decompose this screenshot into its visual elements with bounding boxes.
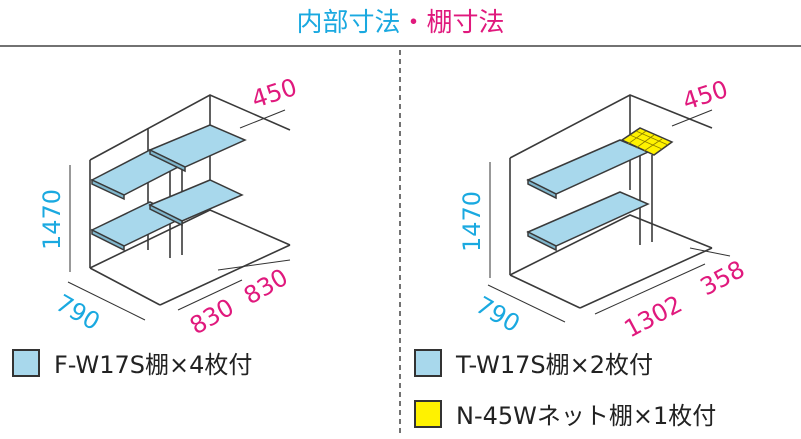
left-shelf-lower-left-edge (91, 228, 125, 252)
left-width-line-a (177, 279, 243, 311)
legend-right-shelf-label: T-W17S棚×2枚付 (456, 351, 654, 379)
right-depth-label: 790 (471, 291, 525, 338)
right-shelf-depth-label: 450 (679, 75, 731, 116)
right-dimension-lines (487, 109, 731, 323)
right-width-line-a (594, 263, 706, 315)
left-width-a-label: 830 (185, 293, 239, 340)
left-shelf-lower-right-edge (149, 203, 183, 227)
right-width-line-b (689, 247, 731, 257)
left-dimension-lines (67, 109, 291, 321)
left-shelf-depth-label: 450 (248, 73, 300, 114)
legend-right-net: N-45Wネット棚×1枚付 (414, 396, 716, 431)
legend-left-shelf: F-W17S棚×4枚付 (12, 345, 252, 380)
net-yellow-swatch (414, 399, 442, 428)
right-width-b-label: 358 (696, 255, 750, 301)
left-back-bottom-edge (89, 209, 291, 269)
right-storage-diagram (509, 94, 713, 309)
right-back-bottom-edge (509, 214, 713, 276)
legend-left-shelf-label: F-W17S棚×4枚付 (54, 351, 253, 379)
left-width-line-b (217, 259, 291, 271)
right-floor-right-edge (579, 247, 713, 309)
left-shelf-upper-right-edge (149, 148, 186, 173)
right-net-shelf-grid (627, 130, 669, 152)
shelf-blue-swatch (414, 348, 442, 377)
title-separator: ・ (400, 8, 427, 38)
left-shelf-depth-line (239, 109, 286, 129)
right-shelf-lower (526, 191, 650, 247)
left-height-label: 1470 (38, 189, 66, 250)
right-depth-line (487, 284, 566, 323)
diagram-title: 内部寸法・棚寸法 (0, 3, 801, 43)
legend-right-shelf: T-W17S棚×2枚付 (414, 345, 653, 380)
left-shelves (90, 124, 247, 252)
left-shelf-upper-left-edge (91, 178, 125, 201)
legend-right-net-label: N-45Wネット棚×1枚付 (456, 402, 717, 430)
left-floor-right-edge (159, 244, 291, 306)
title-internal-dimensions: 内部寸法 (296, 8, 401, 38)
shelf-blue-swatch (12, 348, 40, 377)
title-shelf-dimensions: 棚寸法 (426, 8, 505, 38)
left-depth-line (67, 281, 146, 321)
right-shelf-upper-edge (527, 178, 557, 200)
right-shelves (526, 127, 674, 252)
right-height-label: 1470 (458, 191, 486, 252)
right-shelf-lower-edge (527, 230, 557, 252)
left-floor-front-edge (89, 267, 161, 306)
left-width-b-label: 830 (239, 263, 293, 310)
right-floor-front-edge (509, 274, 581, 309)
right-shelf-depth-line (671, 109, 713, 127)
